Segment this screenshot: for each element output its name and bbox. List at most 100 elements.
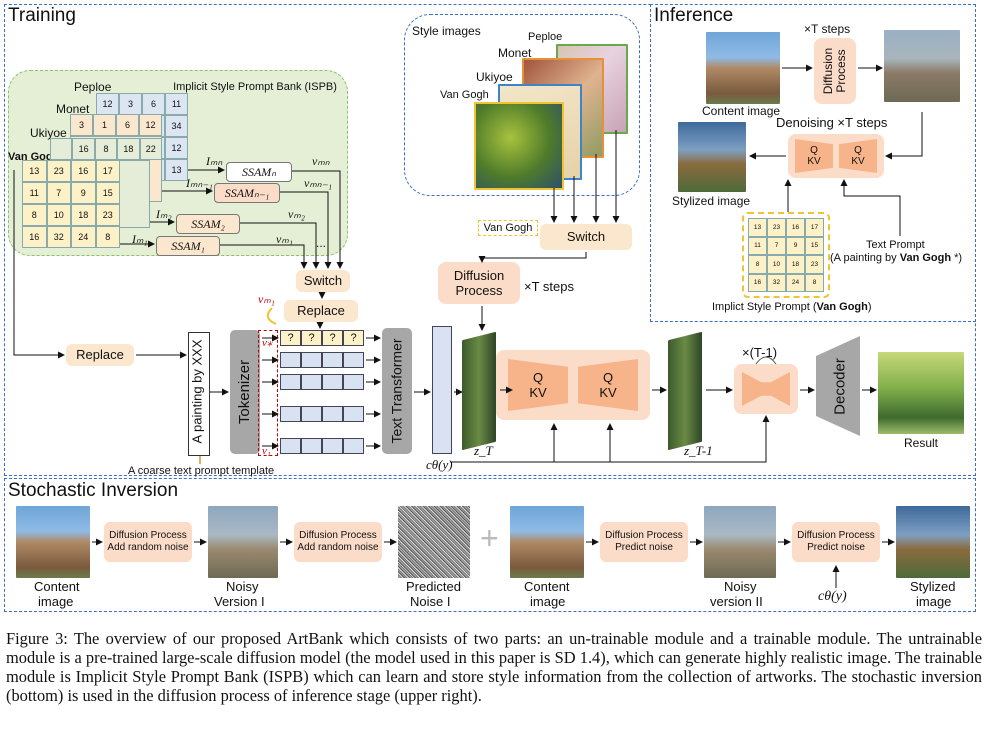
inv-proc-1-l2: Add random noise (107, 542, 189, 553)
v-label-2: vₘ₂ (288, 207, 305, 221)
inf-text-prompt-2: (A painting by Van Gogh *) (830, 251, 962, 265)
diffusion-process-label: Diffusion Process (453, 268, 505, 298)
arrow-ssam-2 (240, 222, 320, 269)
peploe-cell: 34 (165, 115, 188, 137)
monet-cell: 12 (139, 114, 162, 136)
kv-label: KV (599, 385, 617, 400)
style-image-vangogh (474, 102, 564, 190)
inf-cell: 17 (805, 218, 824, 237)
inv-content2-l2: image (530, 594, 566, 609)
arrow-ssam-n1 (280, 191, 332, 269)
ssam-2: SSAM₂ (176, 214, 240, 234)
template-box (188, 332, 210, 456)
vg-cell: 17 (95, 160, 120, 182)
grid-monet: 3 1 6 12 (70, 114, 162, 136)
vg-cell: 23 (95, 204, 120, 226)
artist-peploe: Peploe (74, 80, 112, 94)
vm1-curl (266, 307, 277, 325)
inf-unet: Q KV Q KV (788, 134, 884, 178)
arrow-switch-diffusion (478, 252, 587, 263)
switch-left: Switch (296, 270, 350, 292)
token-q: ? (280, 330, 301, 346)
arrow-ctheta-unet2 (554, 423, 614, 463)
inv-content2-image (510, 506, 584, 578)
ssam-ellipsis: ... (316, 236, 327, 250)
peploe-cell: 12 (165, 137, 188, 159)
t-steps-label: ×T steps (524, 279, 574, 294)
inf-cell: 13 (748, 218, 767, 237)
arrow-inf-prompt-unet (840, 179, 901, 236)
tokenizer-block: Tokenizer (230, 330, 260, 454)
ukiyoe-cell: 22 (139, 138, 162, 160)
v-label-n-1: vₘₙ₋₁ (304, 176, 333, 190)
text-transformer-block: Text Transformer (382, 328, 412, 454)
inf-cell: 32 (767, 273, 786, 292)
switch-top: Switch (540, 224, 632, 250)
inv-stylized-image (896, 506, 970, 578)
inf-isp-label: Implict Style Prompt (Van Gogh) (712, 300, 872, 314)
vg-cell: 15 (95, 182, 120, 204)
ispb-label: Implicit Style Prompt Bank (ISPB) (173, 81, 337, 93)
inf-cell: 24 (786, 273, 805, 292)
inv-proc-2-l1: Diffusion Process (299, 530, 377, 541)
inv-proc-3-l1: Diffusion Process (605, 530, 683, 541)
inf-text-prompt-bold: Van Gogh (899, 252, 952, 264)
inv-pred-l1: Predicted (406, 579, 461, 594)
vg-cell: 16 (22, 226, 47, 248)
token-q: ? (301, 330, 322, 346)
vangogh-tag: Van Gogh (478, 220, 538, 236)
vg-cell: 8 (95, 226, 120, 248)
inv-proc-4-l1: Diffusion Process (797, 530, 875, 541)
c-theta-vector (432, 326, 452, 454)
inf-denoising-label: Denoising ×T steps (776, 115, 888, 130)
inv-noisy2-l1: Noisy (724, 579, 757, 594)
kv-label: KV (807, 156, 821, 167)
vm1-label: vₘ₁ (258, 292, 275, 306)
vg-cell: 10 (46, 204, 71, 226)
result-label: Result (904, 436, 939, 450)
kv-label: KV (851, 156, 865, 167)
replace-left-box: Replace (66, 344, 134, 366)
inv-c-theta: cθ(y) (818, 589, 847, 604)
im-label-n: Iₘₙ (206, 154, 223, 168)
inv-content2-l1: Content (524, 579, 570, 594)
style-images-region (404, 14, 640, 196)
q-label: Q (532, 370, 544, 385)
inf-cell: 8 (805, 273, 824, 292)
v-label-n: vₘₙ (312, 154, 330, 168)
ukiyoe-cell: 18 (117, 138, 140, 160)
unet-training: Q KV Q KV (496, 350, 650, 420)
inversion-title: Stochastic Inversion (8, 480, 179, 501)
zT1-label: z_T-1 (684, 443, 713, 458)
result-image (878, 352, 964, 434)
token-row (280, 438, 364, 454)
connectors (13, 64, 923, 588)
vg-cell: 11 (22, 182, 47, 204)
inv-noisy2-l2: version II (710, 594, 763, 609)
style-artist-peploe: Peploe (528, 31, 563, 43)
vg-cell: 9 (71, 182, 96, 204)
inf-cell: 11 (748, 236, 767, 255)
im-label-n-1: Iₘₙ₋₁ (186, 176, 213, 190)
unet-decoder: Q KV (578, 359, 638, 411)
inf-unet-enc: Q KV (795, 139, 833, 173)
vg-cell: 23 (46, 160, 71, 182)
inf-isp-pre: Implict Style Prompt ( (712, 301, 817, 313)
vg-cell: 24 (71, 226, 96, 248)
vg-cell: 18 (71, 204, 96, 226)
style-artist-ukiyoe: Ukiyoe (476, 70, 513, 84)
zT-label: z_T (474, 443, 493, 458)
inv-proc-2-l2: Add random noise (297, 542, 379, 553)
inf-cell: 16 (748, 273, 767, 292)
kv-label: KV (529, 385, 547, 400)
v-label-1: vₘ₁ (276, 232, 293, 246)
times-t1-label: ×(T-1) (742, 345, 778, 360)
monet-cell: 6 (116, 114, 139, 136)
ssam-1: SSAM₁ (156, 236, 220, 256)
inv-proc-4: Diffusion Process Predict noise (792, 522, 880, 562)
vg-cell: 32 (46, 226, 71, 248)
style-artist-vangogh: Van Gogh (440, 89, 489, 101)
inv-proc-1: Diffusion Process Add random noise (104, 522, 192, 562)
c-theta-label: cθ(y) (426, 457, 453, 472)
token-selector (258, 330, 278, 456)
